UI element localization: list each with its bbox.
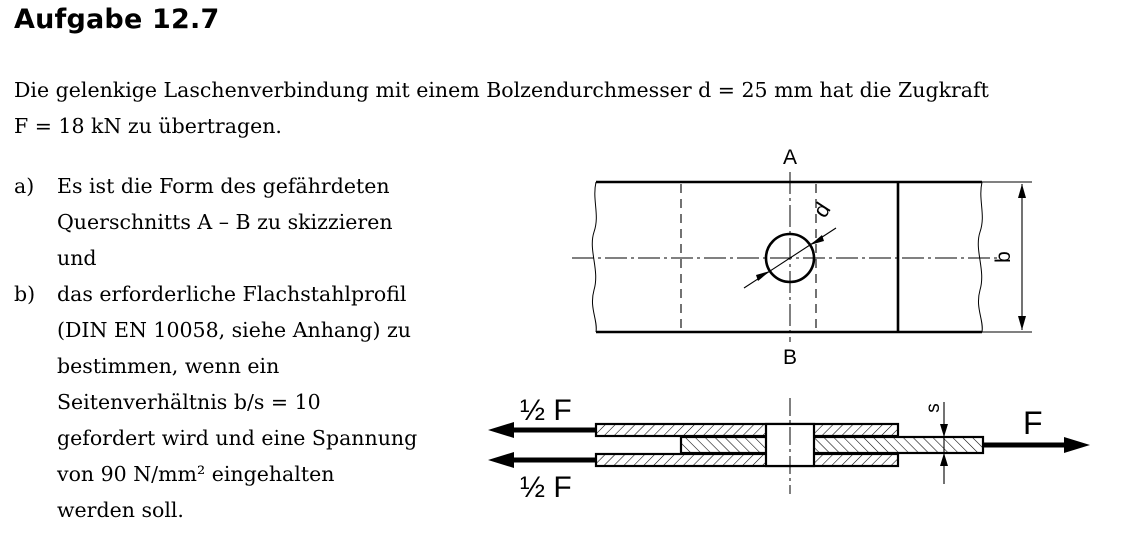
diameter-label: d [808, 198, 836, 222]
dimension-arrow [940, 453, 948, 466]
plate-top-view: d b A B [572, 146, 1032, 369]
task-a-label: a) [14, 174, 35, 198]
page-title: Aufgabe 12.7 [14, 4, 220, 35]
dimension-arrow [1018, 184, 1026, 198]
task-b-line: werden soll. [57, 498, 184, 522]
intro-paragraph: Die gelenkige Laschenverbindung mit eine… [14, 72, 1104, 144]
section-label-b: B [783, 346, 797, 369]
diameter-arrow [810, 235, 824, 245]
half-force-label-bottom: ½ F [520, 471, 572, 504]
arrow-head [1064, 437, 1090, 453]
intro-line-1: Die gelenkige Laschenverbindung mit eine… [14, 78, 989, 102]
section-side-view: s ½ F ½ F F [488, 394, 1090, 504]
arrow-head [488, 422, 514, 438]
arrow-head [488, 452, 514, 468]
thickness-label: s [923, 403, 944, 413]
middle-plate [679, 435, 985, 455]
upper-strap [594, 422, 900, 438]
task-a-line: Es ist die Form des gefährdeten [57, 174, 390, 198]
task-b: b) das erforderliche Flachstahlprofil (D… [14, 276, 417, 528]
break-line-left [591, 181, 597, 333]
diameter-arrow [756, 271, 770, 281]
intro-line-2: F = 18 kN zu übertragen. [14, 114, 282, 138]
section-label-a: A [783, 146, 797, 169]
task-a: a) Es ist die Form des gefährdeten Quers… [14, 168, 417, 276]
lower-strap [594, 452, 900, 468]
task-b-label: b) [14, 282, 36, 306]
half-force-label-top: ½ F [520, 394, 572, 427]
break-line-right [977, 181, 983, 333]
task-b-line: von 90 N/mm² eingehalten [57, 462, 335, 486]
dimension-arrow [940, 424, 948, 437]
task-b-line: (DIN EN 10058, siehe Anhang) zu [57, 318, 411, 342]
width-label: b [992, 251, 1015, 263]
task-a-line: und [57, 246, 97, 270]
task-b-line: gefordert wird und eine Spannung [57, 426, 418, 450]
task-b-line: Seitenverhältnis b/s = 10 [57, 390, 321, 414]
task-b-line: das erforderliche Flachstahlprofil [57, 282, 407, 306]
task-list: a) Es ist die Form des gefährdeten Quers… [14, 168, 417, 528]
task-a-line: Querschnitts A – B zu skizzieren [57, 210, 393, 234]
pin-hole [764, 232, 816, 284]
dimension-arrow [1018, 316, 1026, 330]
force-label: F [1023, 405, 1043, 441]
task-b-line: bestimmen, wenn ein [57, 354, 280, 378]
